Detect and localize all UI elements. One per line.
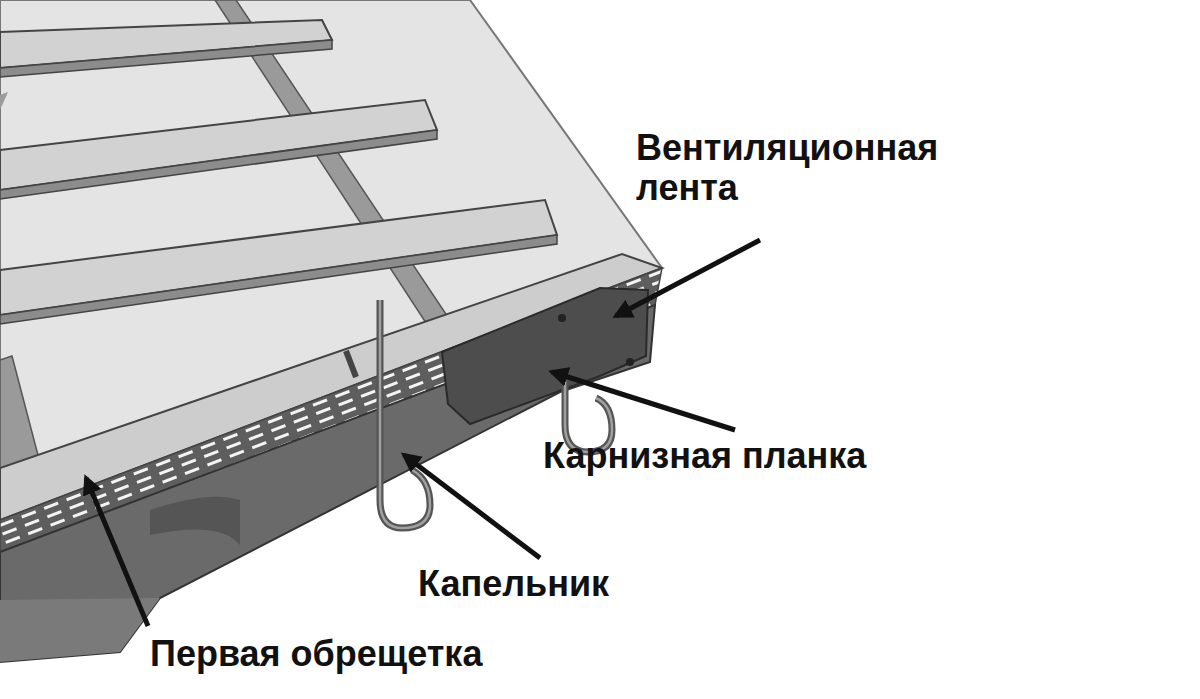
gutter-hook bbox=[380, 300, 430, 528]
eave-plank bbox=[442, 288, 648, 424]
part-label: Капельник bbox=[418, 564, 718, 604]
drip-edge-face bbox=[0, 598, 160, 662]
batten-edge bbox=[0, 40, 332, 77]
counter-batten bbox=[0, 92, 8, 110]
fastener bbox=[343, 350, 359, 378]
screw bbox=[626, 358, 634, 366]
part-label: Карнизная планка bbox=[543, 436, 963, 476]
leader-arrow bbox=[86, 478, 148, 626]
batten bbox=[0, 200, 557, 315]
batten-edge bbox=[0, 130, 437, 199]
drip-edge-fold bbox=[150, 497, 240, 545]
part-label: Первая обрещетка bbox=[150, 634, 570, 674]
leader-arrow bbox=[404, 455, 540, 558]
part-label: Вентиляционная лента bbox=[636, 128, 996, 208]
gutter-hook bbox=[380, 300, 430, 528]
leader-arrow bbox=[616, 240, 760, 316]
leader-arrow bbox=[552, 372, 735, 430]
screw bbox=[558, 314, 566, 322]
